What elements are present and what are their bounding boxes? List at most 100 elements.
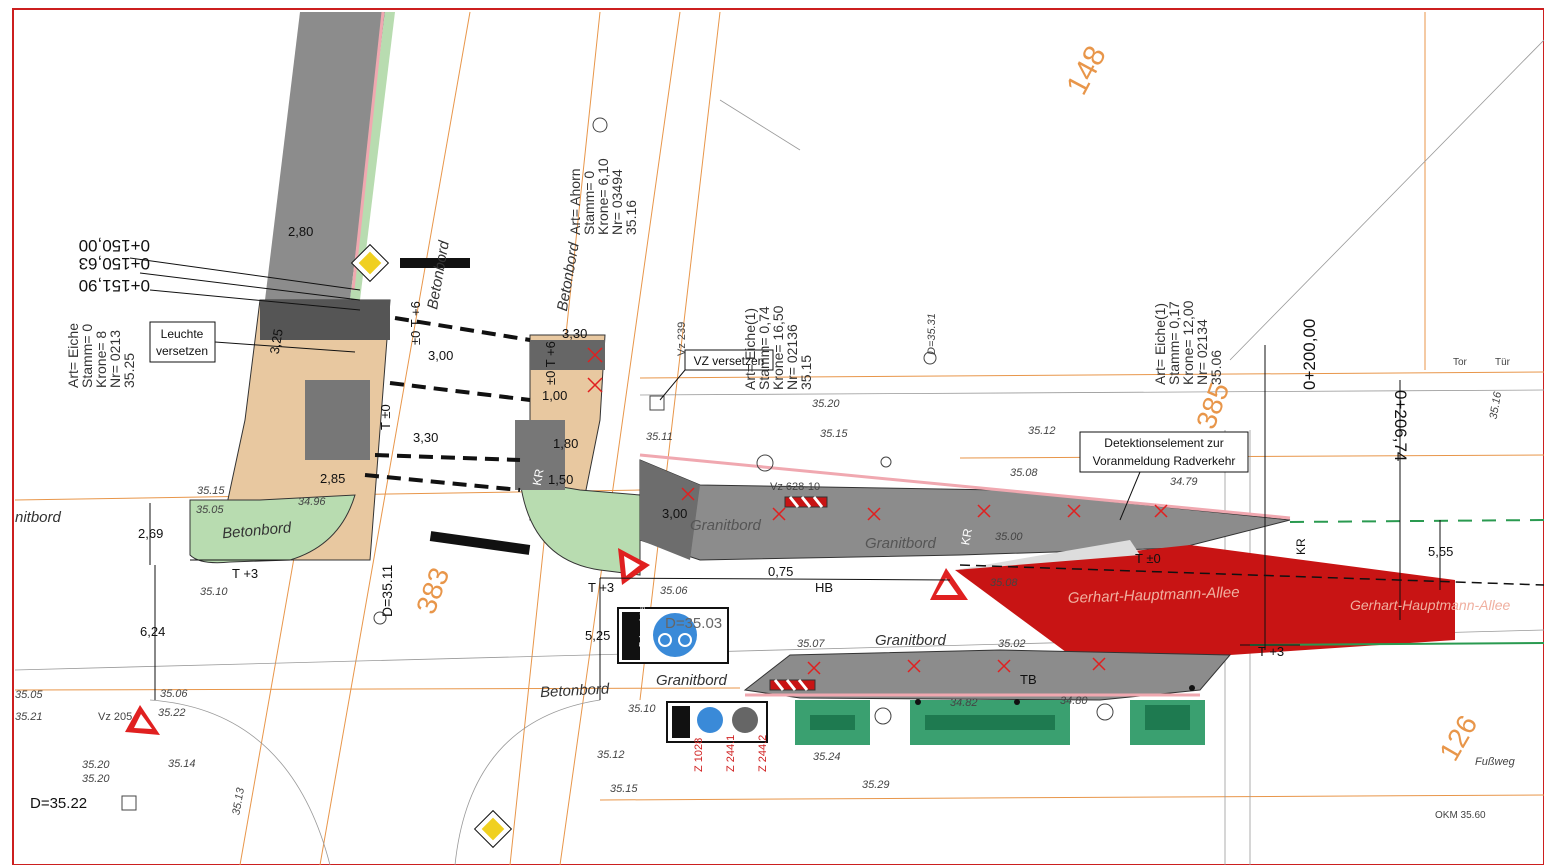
bicycle-street-sign	[617, 607, 729, 664]
sign-fahrradstrasse: Fahrradstraße	[638, 596, 647, 647]
station-3: 0+151,90	[79, 276, 150, 295]
dim-t0a: T ±0	[1135, 551, 1161, 566]
elev-28: 35.06	[660, 585, 688, 597]
dim-1-80: 1,80	[553, 436, 578, 451]
svg-text:35.15: 35.15	[798, 355, 814, 390]
give-way-triangle-1	[618, 548, 650, 585]
label-granitbord-4: Granitbord	[656, 672, 728, 689]
label-hb: HB	[815, 580, 833, 595]
leuchte-callout-line1: Leuchte	[161, 327, 204, 341]
elev-29: 35.08	[990, 577, 1018, 589]
vz-callout-box	[684, 349, 774, 371]
dim-t3a: T +3	[232, 566, 258, 581]
elev-9: 35.20	[82, 759, 110, 771]
leuchte-callout-box	[149, 321, 216, 363]
barricade-1	[784, 496, 828, 508]
road-asphalt-north	[265, 12, 385, 300]
station-1: 0+150,00	[79, 236, 150, 255]
road-green-strip-north	[350, 12, 395, 300]
street-red-area	[955, 545, 1455, 655]
green-curb-middle	[519, 479, 641, 576]
sign-vz628: Vz 628-10	[770, 481, 820, 493]
elev-21: 34.82	[950, 697, 978, 709]
svg-text:Stamm= 0: Stamm= 0	[79, 324, 95, 388]
svg-text:Nr= 02134: Nr= 02134	[1194, 319, 1210, 385]
elev-25: 35.12	[597, 749, 625, 761]
detektion-callout-line1: Detektionselement zur	[1104, 436, 1223, 450]
svg-text:Krone= 16,50: Krone= 16,50	[770, 305, 786, 390]
dim-2-69: 2,69	[138, 526, 163, 541]
dimension-lines	[129, 257, 1441, 700]
survey-symbols	[121, 117, 1114, 811]
svg-text:Stamm= 0: Stamm= 0	[581, 171, 597, 235]
label-tuer: Tür	[1495, 357, 1511, 368]
elev-24: 35.29	[862, 779, 890, 791]
elev-30: 35.00	[995, 531, 1023, 543]
elev-18: 34.79	[1170, 476, 1198, 488]
station-4: 0+200,00	[1300, 319, 1319, 390]
label-betonbord-1: Betonbord	[221, 519, 292, 542]
tree-info-1: Art= Eiche Stamm= 0 Krone= 8 Nr= 0213 35…	[65, 323, 137, 388]
elev-19: 35.07	[797, 638, 825, 650]
elev-4: 35.10	[200, 586, 228, 598]
dim-3-00b: 3,00	[662, 506, 687, 521]
dim-t3c: T +3	[1258, 644, 1284, 659]
label-okm: OKM 35.60	[1435, 810, 1486, 821]
tree-info-3: Art= Eiche(1) Stamm= 0,74 Krone= 16,50 N…	[742, 305, 814, 390]
dim-t6b: ±0 T +6	[543, 341, 558, 385]
svg-text:Krone= 8: Krone= 8	[93, 331, 109, 388]
elev-5: 35.06	[160, 688, 188, 700]
elev-8: 35.22	[158, 707, 186, 719]
d-value-3: D=35.31	[926, 313, 938, 355]
dim-0-75: 0,75	[768, 564, 793, 579]
svg-text:35.25: 35.25	[121, 353, 137, 388]
label-tor: Tor	[1453, 357, 1468, 368]
elev-3: 34.96	[298, 496, 326, 508]
svg-text:35.06: 35.06	[1208, 350, 1224, 385]
barricade-2	[769, 679, 816, 691]
station-5: 0+206,74	[1391, 390, 1410, 461]
elev-23: 35.24	[813, 751, 841, 763]
sign-z2441: Z 244.1	[725, 735, 737, 772]
road-island-south	[743, 649, 1232, 701]
dim-t3b: T +3	[588, 580, 614, 595]
sign-vz205: Vz 205	[98, 711, 132, 723]
leuchte-callout-line2: versetzen	[156, 344, 208, 358]
svg-text:Krone= 6,10: Krone= 6,10	[595, 158, 611, 235]
svg-text:Art= Eiche: Art= Eiche	[65, 323, 81, 388]
svg-text:Art= Eiche(1): Art= Eiche(1)	[742, 308, 758, 390]
svg-text:Nr= 03494: Nr= 03494	[609, 169, 625, 235]
svg-text:Stamm= 0,74: Stamm= 0,74	[756, 306, 772, 390]
svg-text:Krone= 12,00: Krone= 12,00	[1180, 300, 1196, 385]
dim-t6a: ±0 T +6	[408, 301, 423, 345]
dim-1-50: 1,50	[548, 472, 573, 487]
elev-2: 35.05	[196, 504, 224, 516]
label-tb: TB	[1020, 672, 1037, 687]
elev-1: 35.15	[197, 485, 225, 497]
sign-group-bottom	[666, 701, 768, 743]
vz-callout-text: VZ versetzen	[694, 354, 765, 368]
street-name-left: nitbord	[15, 509, 62, 526]
label-kr-2: KR	[1294, 538, 1308, 555]
detektion-callout-line2: Voranmeldung Radverkehr	[1093, 454, 1236, 468]
d-value-2: D=35.22	[30, 795, 87, 812]
street-name-main-right: Gerhart-Hauptmann-Allee	[1350, 597, 1511, 613]
elev-26: 35.15	[610, 783, 638, 795]
elev-16: 35.08	[1010, 467, 1038, 479]
priority-sign-1	[350, 243, 390, 283]
label-kr-1: KR	[958, 527, 975, 546]
svg-text:Art= Ahorn: Art= Ahorn	[567, 168, 583, 235]
d-value-4: D=35.03	[665, 615, 722, 632]
sign-z1028: Z 1028	[693, 738, 705, 772]
tree-info-2: Art= Ahorn Stamm= 0 Krone= 6,10 Nr= 0349…	[567, 158, 639, 235]
dim-3-00: 3,00	[428, 348, 453, 363]
dim-5-25: 5,25	[585, 628, 610, 643]
elev-20: 35.02	[998, 638, 1026, 650]
svg-text:Nr= 0213: Nr= 0213	[107, 330, 123, 388]
give-way-triangle-3	[125, 705, 160, 735]
white-triangles	[955, 540, 1140, 570]
elev-15: 35.12	[1028, 425, 1056, 437]
elev-14: 35.15	[820, 428, 848, 440]
tree-info-4: Art= Eiche(1) Stamm= 0,17 Krone= 12,00 N…	[1152, 300, 1224, 385]
dim-1-00: 1,00	[542, 388, 567, 403]
